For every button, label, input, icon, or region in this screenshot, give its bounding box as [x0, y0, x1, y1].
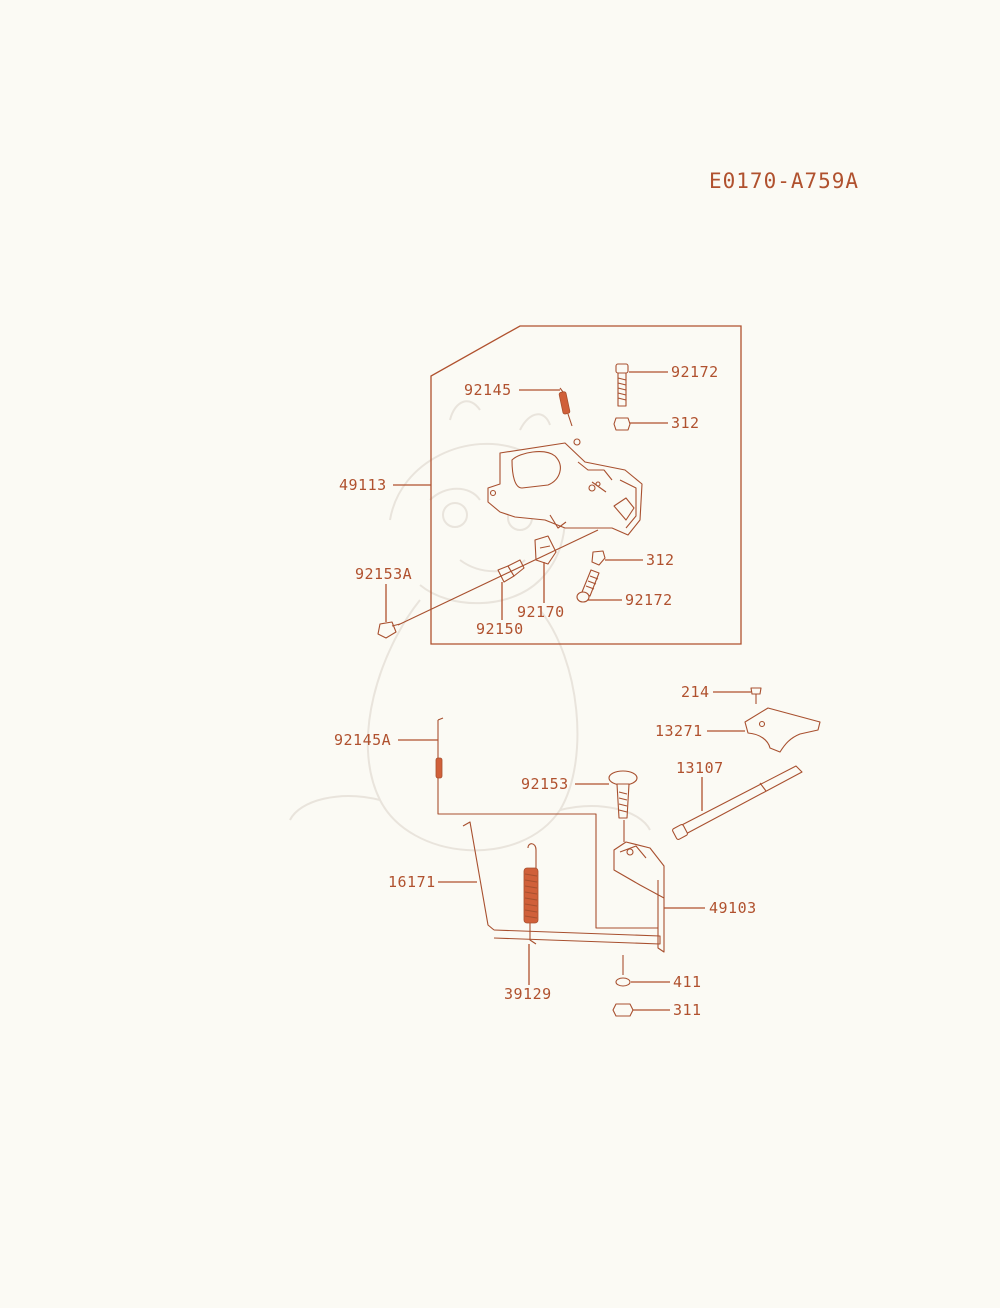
callout-92172-low: 92172: [625, 591, 673, 609]
clip-92170: [534, 535, 557, 565]
pivot-axis-line: [397, 529, 599, 626]
callout-92153A: 92153A: [355, 565, 412, 583]
callout-49103: 49103: [709, 899, 757, 917]
plate-13271: [744, 707, 821, 753]
callout-92145A: 92145A: [334, 731, 391, 749]
callout-311: 311: [673, 1001, 702, 1019]
nut-311: [612, 1003, 634, 1017]
bolt-92153: [608, 770, 638, 819]
rod-92145A: [435, 717, 658, 929]
assembly-group-frame: [430, 325, 742, 645]
leader-lines: [385, 371, 751, 1011]
washer-411: [615, 955, 631, 987]
callout-411: 411: [673, 973, 702, 991]
bolt-92172-low: [576, 569, 600, 603]
callout-13107: 13107: [676, 759, 724, 777]
nut-312-top: [613, 417, 631, 431]
screw-214: [750, 687, 762, 704]
callout-214: 214: [681, 683, 710, 701]
callout-92153: 92153: [521, 775, 569, 793]
bolt-92153A: [377, 621, 401, 639]
rod-16171: [462, 821, 495, 931]
callout-312-mid: 312: [646, 551, 675, 569]
shaft-13107: [672, 765, 803, 840]
callout-92145: 92145: [464, 381, 512, 399]
linkage-bar: [493, 929, 661, 945]
callout-312-top: 312: [671, 414, 700, 432]
bolt-92172-top: [615, 363, 629, 407]
callout-13271: 13271: [655, 722, 703, 740]
callout-39129: 39129: [504, 985, 552, 1003]
lever-49103: [613, 820, 665, 953]
control-bracket-49113: [487, 438, 643, 536]
callout-49113: 49113: [339, 476, 387, 494]
callout-92172-top: 92172: [671, 363, 719, 381]
callout-16171: 16171: [388, 873, 436, 891]
spring-92145: [558, 387, 573, 427]
spring-39129: [523, 843, 539, 945]
nut-312-mid: [591, 550, 606, 566]
diagram-id: E0170-A759A: [709, 169, 859, 193]
callout-92150: 92150: [476, 620, 524, 638]
callout-92170: 92170: [517, 603, 565, 621]
